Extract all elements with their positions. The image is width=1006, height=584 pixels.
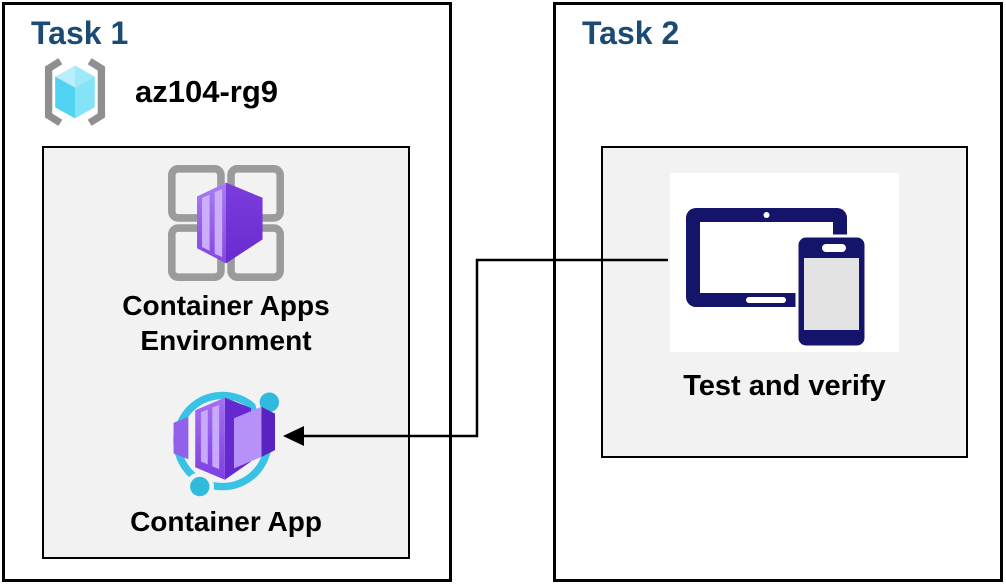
environment-label-line1: Container Apps [122,290,330,321]
task1-box: Task 1 az104-rg9 [2,2,452,582]
phone-icon [795,234,868,349]
container-boxes-icon [173,397,276,480]
bracket-left-icon [44,58,63,126]
task2-box: Task 2 Test and verif [553,2,1003,582]
task2-inner-panel: Test and verify [601,146,968,458]
container-app-icon [173,387,284,498]
container-app-label: Container App [130,506,322,537]
test-and-verify-label: Test and verify [683,370,886,402]
resource-group-name: az104-rg9 [135,74,279,109]
task1-inner-panel: Container Apps Environment [42,146,410,559]
orbit-dot-icon [259,392,280,412]
resource-group-row: az104-rg9 [31,55,278,129]
container-apps-environment-icon [168,165,284,281]
container-box-icon [197,182,263,264]
task1-title: Task 1 [31,15,129,51]
orbit-dot-icon [190,476,210,497]
bracket-right-icon [87,58,106,126]
resource-group-icon [44,58,106,126]
environment-label: Container Apps Environment [44,288,408,358]
task2-title: Task 2 [582,15,680,51]
environment-label-line2: Environment [140,325,312,356]
cube-icon [55,65,95,119]
devices-icon-background [670,173,899,352]
tablet-and-phone-icon [686,208,868,349]
